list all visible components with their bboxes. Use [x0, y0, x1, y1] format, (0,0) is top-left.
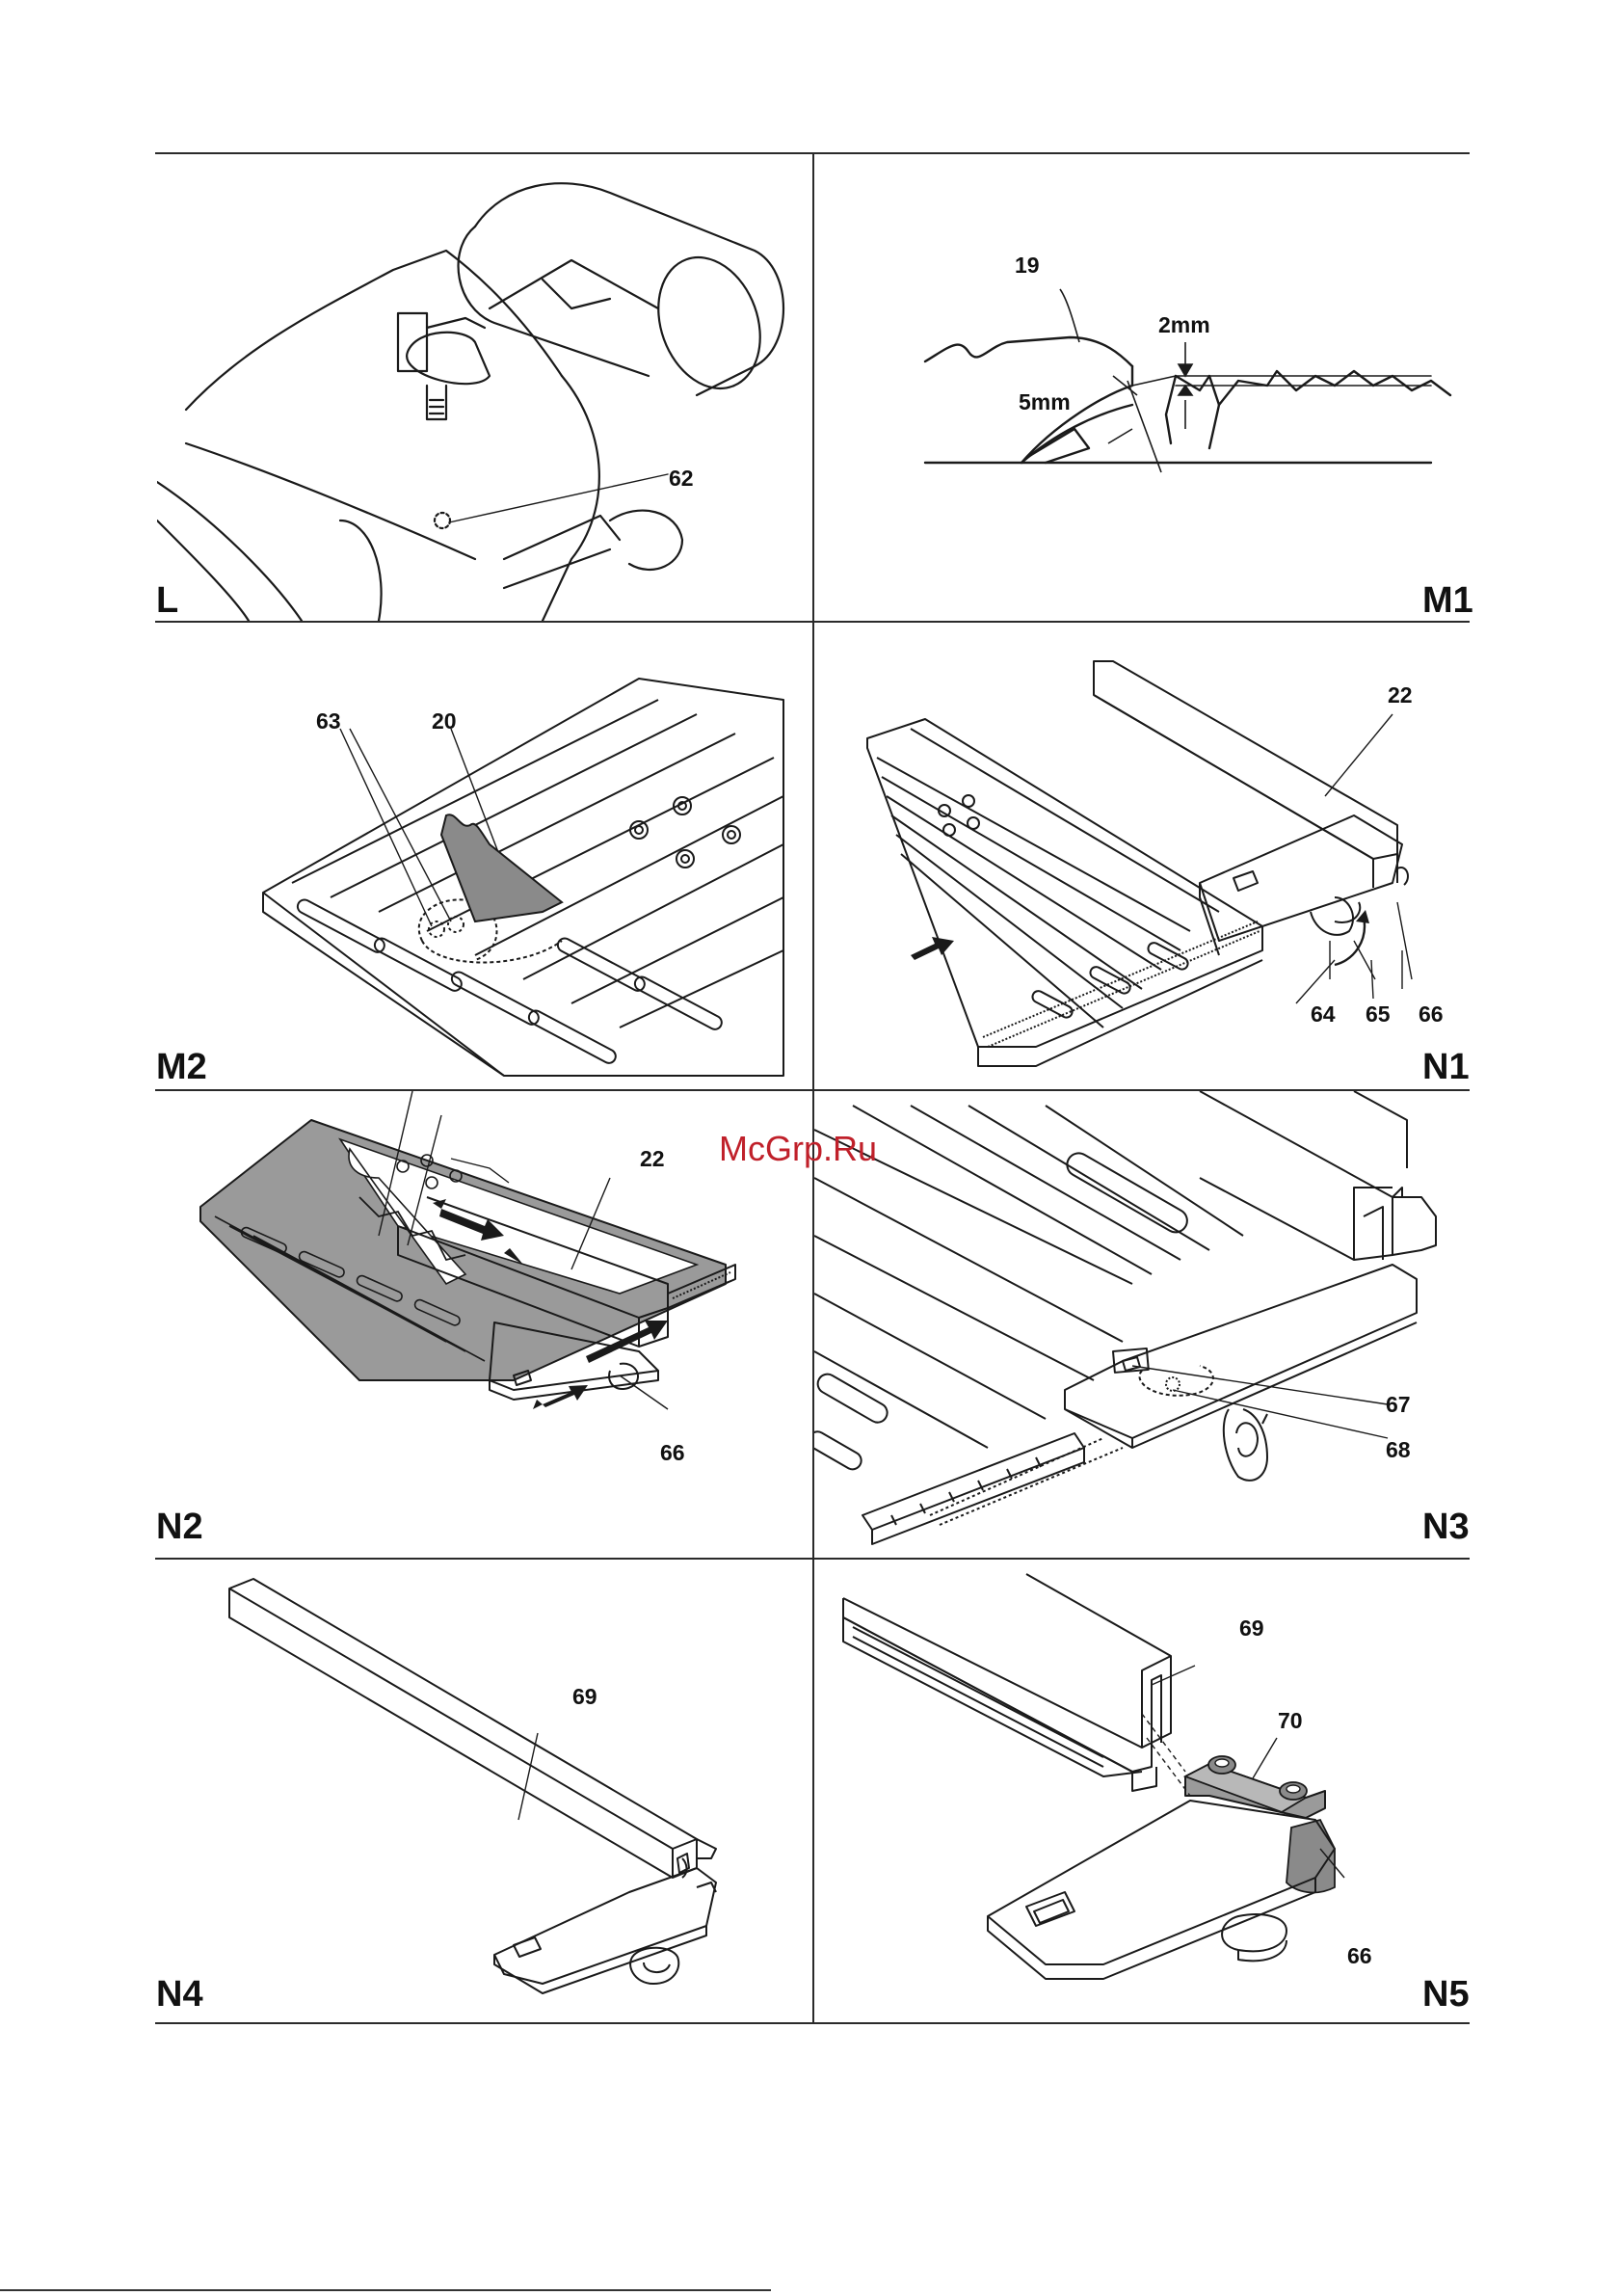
callout-67: 67 [1386, 1394, 1411, 1416]
callout-63: 63 [316, 710, 341, 733]
callout-22-n2: 22 [640, 1148, 665, 1170]
figure-m1-illustration [814, 154, 1470, 621]
figure-label-n2: N2 [156, 1508, 203, 1545]
figure-label-m2: M2 [156, 1049, 207, 1085]
callout-20: 20 [432, 710, 457, 733]
callout-65: 65 [1366, 1003, 1391, 1026]
fence-clamp-screw-drawing [814, 1091, 1470, 1558]
callout-66-n5: 66 [1347, 1945, 1372, 1967]
callout-70: 70 [1278, 1710, 1303, 1732]
figure-label-n5: N5 [1422, 1976, 1470, 2013]
callout-62: 62 [669, 467, 694, 490]
figure-n4-illustration [157, 1560, 810, 2022]
callout-5mm: 5mm [1019, 391, 1071, 414]
figure-label-n3: N3 [1422, 1508, 1470, 1545]
callout-69-n5: 69 [1239, 1617, 1264, 1640]
table-insert-drawing [157, 623, 810, 1089]
saw-motor-drawing [157, 154, 810, 621]
callout-2mm: 2mm [1158, 314, 1210, 336]
callout-66: 66 [1419, 1003, 1444, 1026]
figure-n2-illustration [157, 1091, 810, 1558]
callout-68: 68 [1386, 1439, 1411, 1461]
figure-l-illustration [157, 154, 810, 621]
callout-66-n2: 66 [660, 1442, 685, 1464]
figure-n3-illustration [814, 1091, 1470, 1558]
figure-m2-illustration [157, 623, 810, 1089]
callout-69-n4: 69 [572, 1686, 597, 1708]
figure-label-l: L [156, 582, 178, 619]
figure-label-n1: N1 [1422, 1049, 1470, 1085]
callout-64: 64 [1311, 1003, 1336, 1026]
figure-label-n4: N4 [156, 1976, 203, 2013]
fence-profile-drawing [157, 1560, 810, 2022]
figure-label-m1: M1 [1422, 582, 1473, 619]
fence-slide-drawing [157, 1091, 810, 1558]
callout-19: 19 [1015, 254, 1040, 277]
callout-22: 22 [1388, 684, 1413, 707]
riving-knife-gap-drawing [814, 154, 1470, 621]
watermark: McGrp.Ru [719, 1132, 877, 1166]
footer-rule [0, 2289, 771, 2291]
